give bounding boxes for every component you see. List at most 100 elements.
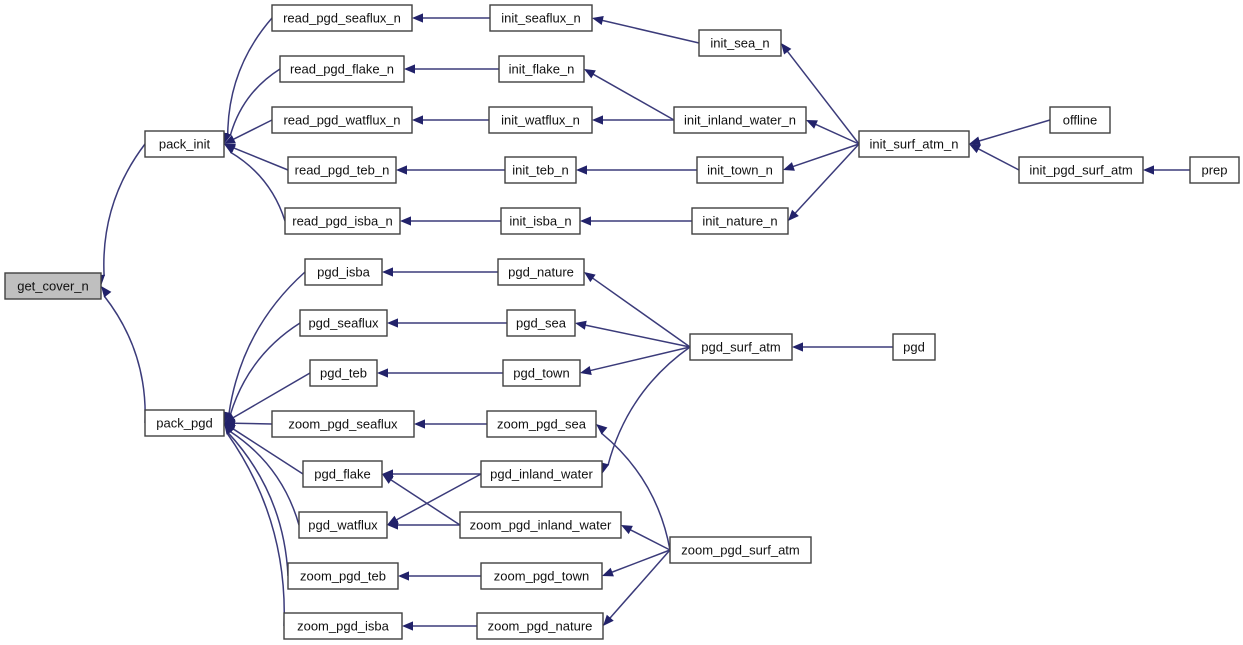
node-box-init_watflux_n[interactable] <box>488 106 593 134</box>
node-init_flake_n[interactable]: init_flake_n <box>498 55 585 83</box>
node-init_teb_n[interactable]: init_teb_n <box>504 156 577 184</box>
edge-zoom_pgd_surf_atm-to-zoom_pgd_nature <box>603 549 671 626</box>
node-box-init_teb_n[interactable] <box>504 156 577 184</box>
edge-path <box>232 428 304 475</box>
node-box-init_flake_n[interactable] <box>498 55 585 83</box>
node-box-pgd_flake[interactable] <box>302 460 383 488</box>
node-box-zoom_pgd_inland_water[interactable] <box>459 511 622 539</box>
node-box-pgd_isba[interactable] <box>304 258 383 286</box>
edge-pgd_surf_atm-to-pgd_nature <box>584 272 691 348</box>
node-box-pack_pgd[interactable] <box>144 409 225 437</box>
node-pgd_flake[interactable]: pgd_flake <box>302 460 383 488</box>
node-init_town_n[interactable]: init_town_n <box>696 156 784 184</box>
node-init_inland_water_n[interactable]: init_inland_water_n <box>673 106 807 134</box>
node-box-zoom_pgd_teb[interactable] <box>287 562 399 590</box>
node-zoom_pgd_sea[interactable]: zoom_pgd_sea <box>486 410 597 438</box>
node-pgd_nature[interactable]: pgd_nature <box>497 258 585 286</box>
node-pgd_seaflux[interactable]: pgd_seaflux <box>299 309 388 337</box>
node-box-init_town_n[interactable] <box>696 156 784 184</box>
node-offline[interactable]: offline <box>1049 106 1111 134</box>
node-zoom_pgd_surf_atm[interactable]: zoom_pgd_surf_atm <box>669 536 812 564</box>
node-box-zoom_pgd_isba[interactable] <box>283 612 403 640</box>
node-box-zoom_pgd_surf_atm[interactable] <box>669 536 812 564</box>
node-zoom_pgd_inland_water[interactable]: zoom_pgd_inland_water <box>459 511 622 539</box>
node-zoom_pgd_nature[interactable]: zoom_pgd_nature <box>476 612 604 640</box>
node-read_pgd_teb_n[interactable]: read_pgd_teb_n <box>287 156 397 184</box>
edge-arrowhead <box>969 136 981 146</box>
node-box-init_surf_atm_n[interactable] <box>858 130 970 158</box>
edge-arrowhead <box>382 474 394 484</box>
node-zoom_pgd_town[interactable]: zoom_pgd_town <box>480 562 603 590</box>
node-box-init_seaflux_n[interactable] <box>489 4 593 32</box>
node-box-pgd_surf_atm[interactable] <box>689 333 793 361</box>
node-box-zoom_pgd_town[interactable] <box>480 562 603 590</box>
node-box-pgd_town[interactable] <box>502 359 581 387</box>
node-box-pgd[interactable] <box>892 333 936 361</box>
node-box-read_pgd_watflux_n[interactable] <box>271 106 413 134</box>
node-box-zoom_pgd_seaflux[interactable] <box>271 410 415 438</box>
node-box-init_sea_n[interactable] <box>698 29 782 57</box>
edge-arrowhead <box>400 216 411 226</box>
node-pgd_sea[interactable]: pgd_sea <box>506 309 576 337</box>
edge-path <box>609 549 671 619</box>
node-pgd_town[interactable]: pgd_town <box>502 359 581 387</box>
node-box-read_pgd_isba_n[interactable] <box>284 207 401 235</box>
node-box-init_isba_n[interactable] <box>500 207 581 235</box>
node-zoom_pgd_seaflux[interactable]: zoom_pgd_seaflux <box>271 410 415 438</box>
node-box-read_pgd_seaflux_n[interactable] <box>271 4 413 32</box>
node-get_cover_n[interactable]: get_cover_n <box>4 272 102 300</box>
edge-arrowhead <box>806 120 818 129</box>
node-box-get_cover_n[interactable] <box>4 272 102 300</box>
node-box-read_pgd_flake_n[interactable] <box>279 55 405 83</box>
node-box-zoom_pgd_sea[interactable] <box>486 410 597 438</box>
node-init_watflux_n[interactable]: init_watflux_n <box>488 106 593 134</box>
edge-arrowhead <box>412 115 423 125</box>
node-init_nature_n[interactable]: init_nature_n <box>691 207 789 235</box>
node-box-pgd_seaflux[interactable] <box>299 309 388 337</box>
node-box-offline[interactable] <box>1049 106 1111 134</box>
edge-arrowhead <box>402 621 413 631</box>
node-box-prep[interactable] <box>1189 156 1240 184</box>
node-read_pgd_flake_n[interactable]: read_pgd_flake_n <box>279 55 405 83</box>
node-init_pgd_surf_atm[interactable]: init_pgd_surf_atm <box>1018 156 1144 184</box>
node-init_sea_n[interactable]: init_sea_n <box>698 29 782 57</box>
node-pgd_inland_water[interactable]: pgd_inland_water <box>480 460 603 488</box>
edge-path <box>395 473 482 521</box>
node-box-pgd_nature[interactable] <box>497 258 585 286</box>
edge-init_flake_n-to-read_pgd_flake_n <box>404 64 499 74</box>
edge-read_pgd_watflux_n-to-pack_init <box>224 119 273 144</box>
node-box-init_pgd_surf_atm[interactable] <box>1018 156 1144 184</box>
node-pgd[interactable]: pgd <box>892 333 936 361</box>
node-prep[interactable]: prep <box>1189 156 1240 184</box>
edge-arrowhead <box>596 424 608 435</box>
node-read_pgd_seaflux_n[interactable]: read_pgd_seaflux_n <box>271 4 413 32</box>
edge-path <box>786 50 860 145</box>
node-box-pack_init[interactable] <box>144 130 225 158</box>
node-box-init_nature_n[interactable] <box>691 207 789 235</box>
node-init_surf_atm_n[interactable]: init_surf_atm_n <box>858 130 970 158</box>
node-read_pgd_isba_n[interactable]: read_pgd_isba_n <box>284 207 401 235</box>
node-box-pgd_inland_water[interactable] <box>480 460 603 488</box>
node-box-init_inland_water_n[interactable] <box>673 106 807 134</box>
node-box-pgd_teb[interactable] <box>309 359 378 387</box>
node-pgd_surf_atm[interactable]: pgd_surf_atm <box>689 333 793 361</box>
node-pgd_watflux[interactable]: pgd_watflux <box>298 511 388 539</box>
node-init_seaflux_n[interactable]: init_seaflux_n <box>489 4 593 32</box>
node-box-zoom_pgd_nature[interactable] <box>476 612 604 640</box>
node-pack_init[interactable]: pack_init <box>144 130 225 158</box>
node-read_pgd_watflux_n[interactable]: read_pgd_watflux_n <box>271 106 413 134</box>
node-box-read_pgd_teb_n[interactable] <box>287 156 397 184</box>
edge-init_inland_water_n-to-init_watflux_n <box>592 115 674 125</box>
edge-path <box>229 430 300 526</box>
node-zoom_pgd_teb[interactable]: zoom_pgd_teb <box>287 562 399 590</box>
node-init_isba_n[interactable]: init_isba_n <box>500 207 581 235</box>
node-box-pgd_watflux[interactable] <box>298 511 388 539</box>
node-pgd_isba[interactable]: pgd_isba <box>304 258 383 286</box>
edge-pgd_surf_atm-to-pgd_town <box>580 346 691 375</box>
edge-path <box>232 372 311 419</box>
node-box-pgd_sea[interactable] <box>506 309 576 337</box>
node-pack_pgd[interactable]: pack_pgd <box>144 409 225 437</box>
node-pgd_teb[interactable]: pgd_teb <box>309 359 378 387</box>
node-zoom_pgd_isba[interactable]: zoom_pgd_isba <box>283 612 403 640</box>
edge-path <box>602 19 700 44</box>
